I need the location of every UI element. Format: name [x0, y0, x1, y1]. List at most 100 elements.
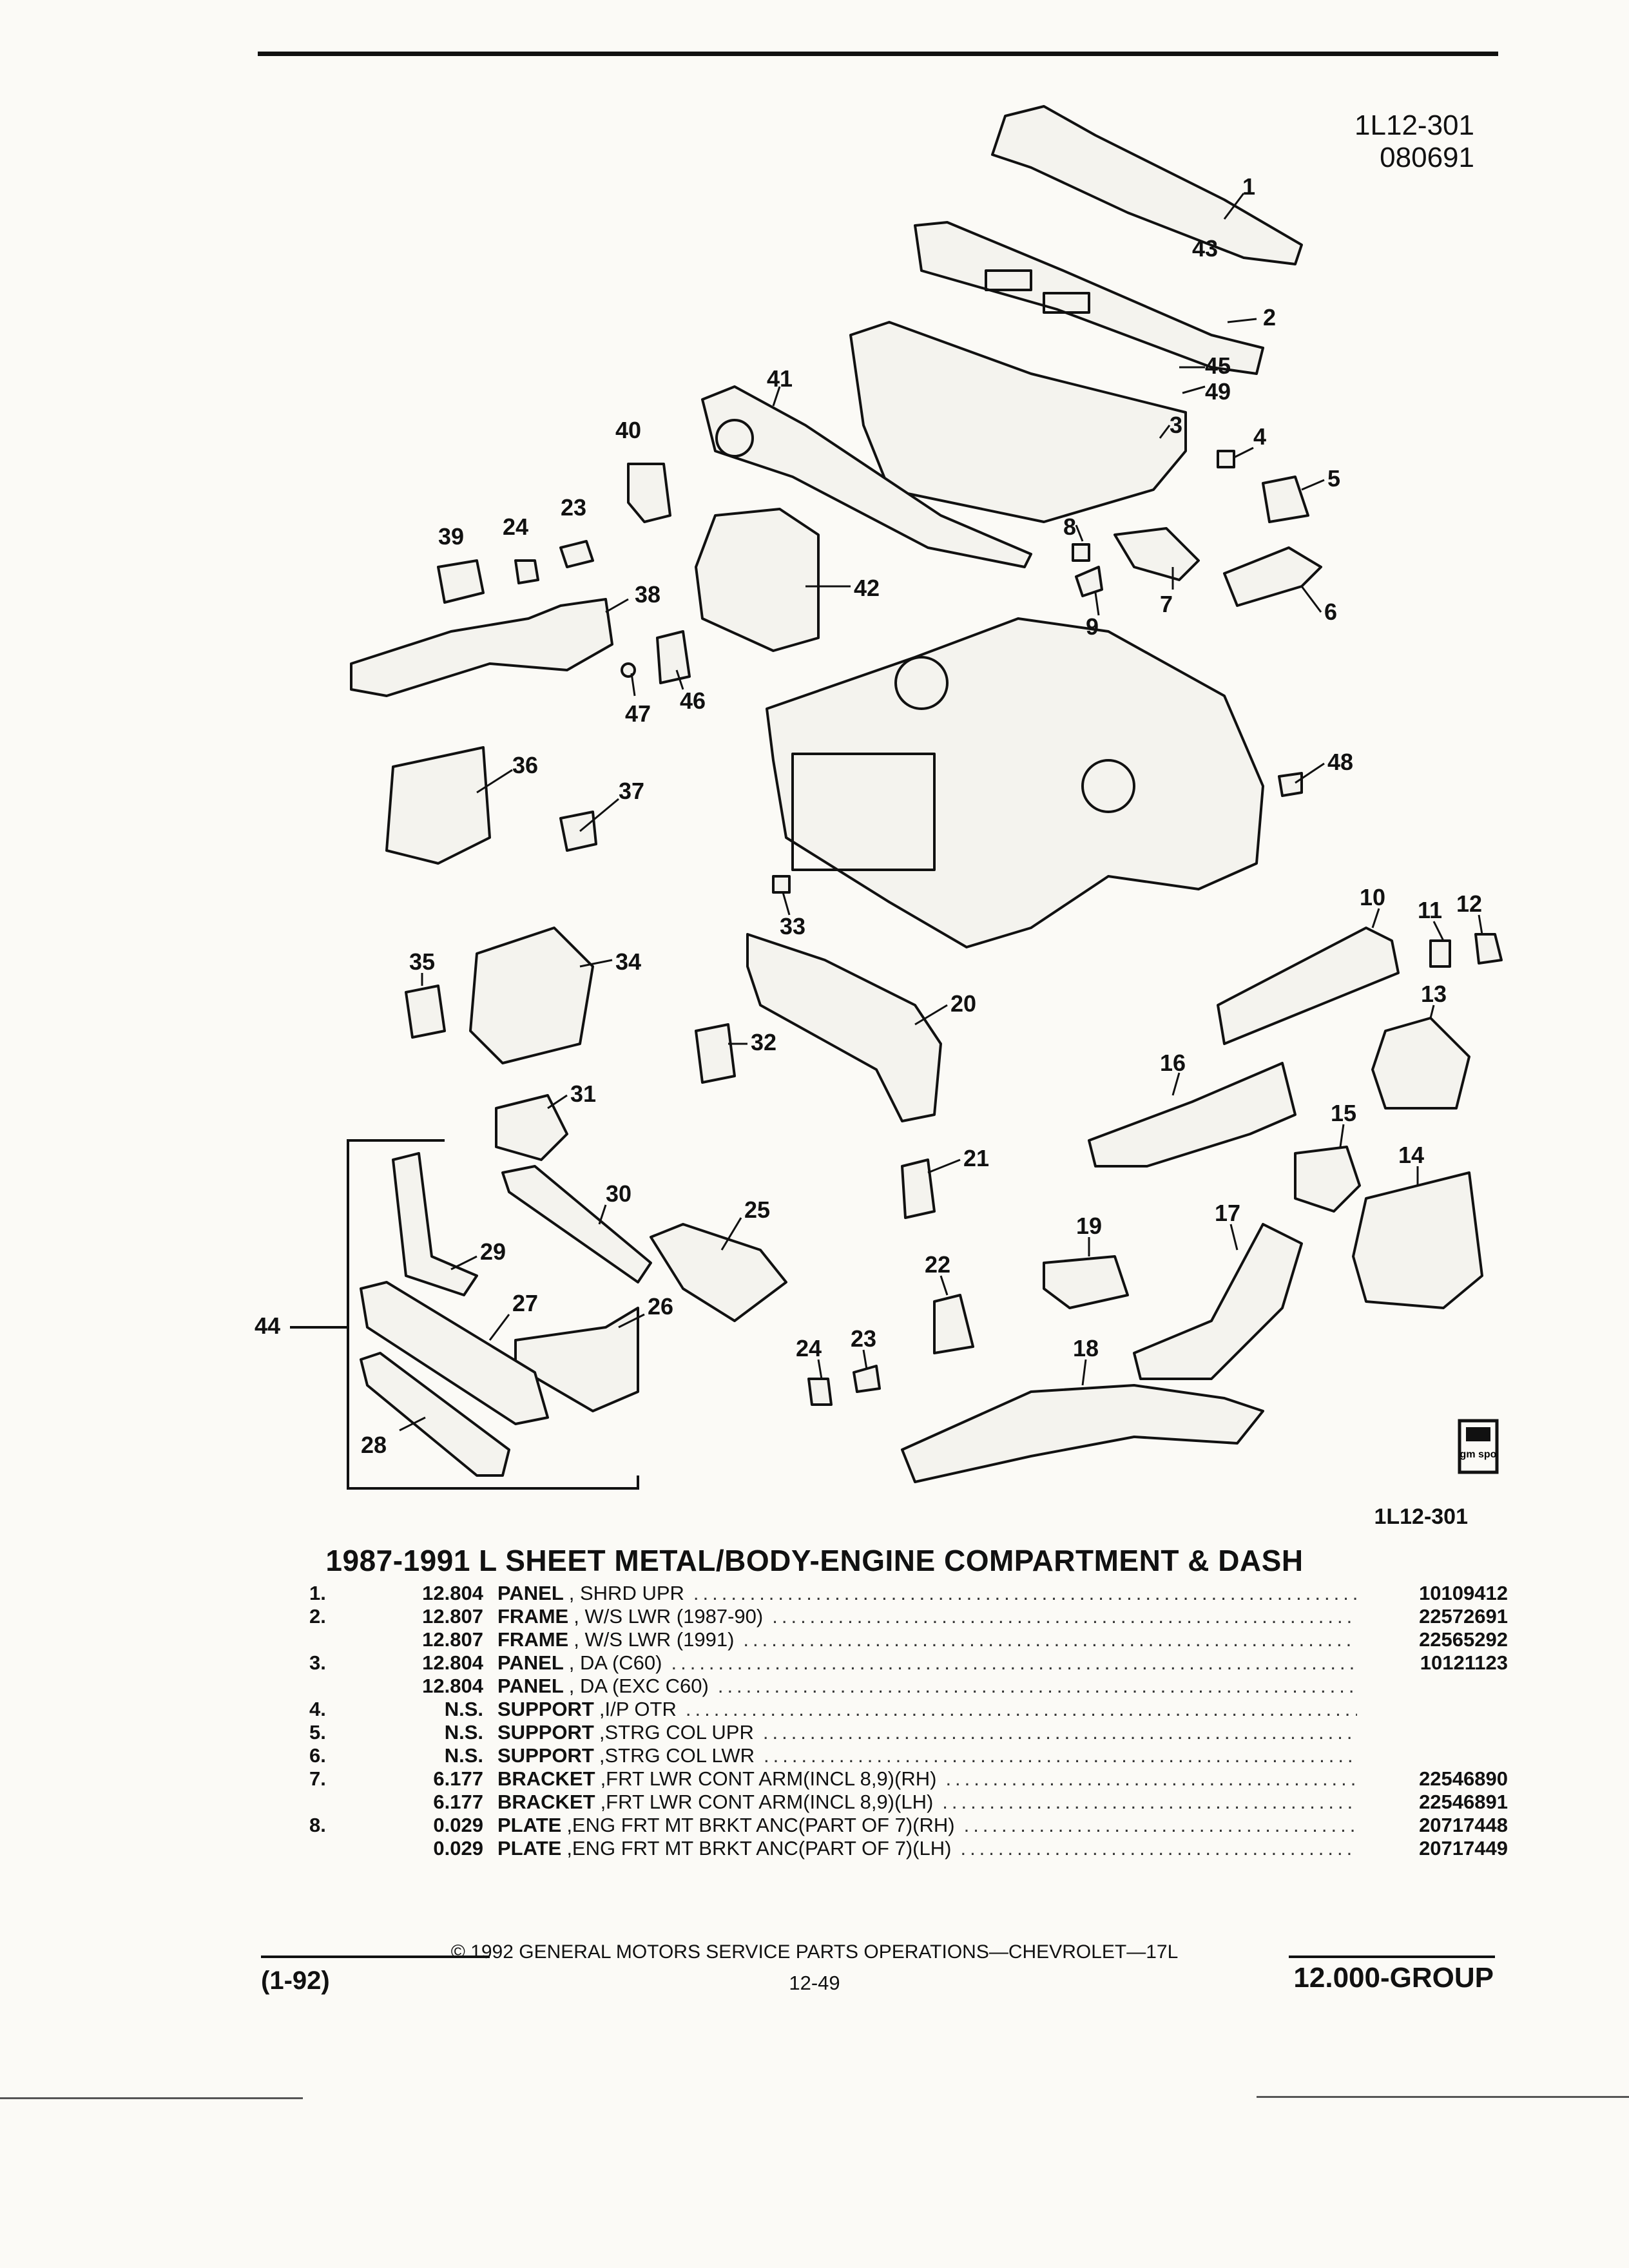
parts-row-part-name: SUPPORT: [497, 1721, 594, 1744]
figure-id: 1L12-301: [1374, 1504, 1468, 1529]
part-29: [392, 1152, 478, 1296]
parts-row: 6.N.S.SUPPORT,STRG COL LWR..............…: [309, 1744, 1508, 1767]
part-35: [405, 985, 446, 1039]
part-8: [1072, 543, 1090, 562]
part-38-rail: [350, 598, 613, 697]
part-10: [1217, 927, 1400, 1045]
parts-row-description: , DA (EXC C60): [568, 1675, 709, 1697]
parts-row-description: , SHRD UPR: [568, 1582, 684, 1604]
part-25: [650, 1223, 787, 1322]
callout-27: 27: [512, 1290, 538, 1316]
parts-row-part-number: 22546891: [1419, 1791, 1508, 1813]
parts-row-part-name: SUPPORT: [497, 1744, 594, 1767]
callout-46: 46: [680, 687, 706, 714]
part-16: [1088, 1062, 1296, 1168]
callout-22: 22: [925, 1251, 950, 1278]
callout-25: 25: [744, 1196, 770, 1223]
parts-row: 4.N.S.SUPPORT,I/P OTR...................…: [309, 1698, 1508, 1721]
parts-row-leader-dots: ........................................…: [960, 1837, 1357, 1860]
page-title: 1987-1991 L SHEET METAL/BODY-ENGINE COMP…: [325, 1544, 1304, 1577]
part-1-shroud-panel: [991, 105, 1303, 265]
part-6: [1223, 546, 1322, 607]
callout-38: 38: [635, 581, 660, 608]
callout-8: 8: [1063, 514, 1076, 540]
callout-19: 19: [1076, 1213, 1102, 1239]
parts-row-description: , W/S LWR (1991): [574, 1628, 735, 1651]
edition-date: (1-92): [261, 1966, 330, 1995]
parts-row-leader-dots: ........................................…: [717, 1675, 1357, 1697]
document-id-code: 1L12-301: [1354, 110, 1474, 141]
part-37: [559, 811, 597, 852]
parts-row-leader-dots: ........................................…: [942, 1791, 1357, 1813]
part-27: [360, 1281, 549, 1425]
part-33: [772, 875, 791, 894]
gm-spo-logo-text: gm spo: [1460, 1449, 1497, 1460]
parts-row-part-number: 22565292: [1419, 1628, 1508, 1651]
parts-row-reference: 6.177: [433, 1791, 483, 1813]
callout-12: 12: [1456, 890, 1482, 917]
parts-row-part-name: PANEL: [497, 1651, 564, 1674]
parts-row-part-name: PLATE: [497, 1837, 562, 1860]
callout-35: 35: [409, 948, 435, 975]
parts-row-description: ,ENG FRT MT BRKT ANC(PART OF 7)(LH): [566, 1837, 952, 1860]
callout-48: 48: [1327, 749, 1353, 775]
part-32: [695, 1023, 736, 1084]
callout-20: 20: [950, 990, 976, 1017]
callout-34: 34: [615, 948, 641, 975]
callout-6: 6: [1324, 599, 1337, 625]
parts-row: 0.029 PLATE,ENG FRT MT BRKT ANC(PART OF 7…: [309, 1837, 1508, 1860]
callout-24-lower: 24: [796, 1335, 822, 1361]
parts-row-reference: 0.029: [433, 1837, 483, 1860]
parts-row-leader-dots: ........................................…: [762, 1721, 1357, 1744]
callout-14: 14: [1398, 1142, 1424, 1168]
callout-42: 42: [854, 575, 880, 601]
part-19: [1043, 1255, 1129, 1309]
callout-36: 36: [512, 752, 538, 778]
parts-row-reference: 0.029: [433, 1814, 483, 1836]
part-48: [1278, 772, 1303, 797]
callout-44: 44: [255, 1312, 280, 1339]
part-28: [360, 1352, 510, 1477]
callout-39: 39: [438, 523, 464, 550]
part-4: [1217, 450, 1235, 468]
parts-row-part-name: PANEL: [497, 1675, 564, 1697]
parts-row-description: , W/S LWR (1987-90): [574, 1605, 764, 1628]
parts-row-description: ,STRG COL UPR: [599, 1721, 754, 1744]
document-id-date: 080691: [1380, 142, 1474, 173]
part-9: [1075, 566, 1103, 597]
part-21: [901, 1158, 936, 1219]
callout-32: 32: [751, 1029, 776, 1055]
parts-row-leader-dots: ........................................…: [685, 1698, 1357, 1720]
parts-row-item-number: 1.: [309, 1582, 326, 1604]
parts-row-leader-dots: ........................................…: [963, 1814, 1357, 1836]
callout-18: 18: [1073, 1335, 1099, 1361]
callout-30: 30: [606, 1180, 631, 1207]
parts-row-description: ,FRT LWR CONT ARM(INCL 8,9)(LH): [600, 1791, 934, 1813]
document-id: 1L12-301 080691: [1354, 110, 1474, 174]
parts-row-reference: N.S.: [444, 1744, 483, 1767]
group-44-bracket: [347, 1139, 639, 1490]
parts-row-reference: 12.807: [422, 1605, 483, 1628]
part-3-dash-panel: [849, 321, 1187, 523]
parts-row-part-name: BRACKET: [497, 1791, 595, 1813]
callout-23-lower: 23: [851, 1325, 876, 1352]
callout-4: 4: [1253, 423, 1266, 450]
callout-16: 16: [1160, 1050, 1186, 1076]
scan-artifact-line-left: [0, 2097, 303, 2099]
parts-row-item-number: 6.: [309, 1744, 326, 1767]
part-36: [385, 746, 491, 865]
part-41-reinforcement: [701, 385, 1032, 568]
callout-26: 26: [648, 1293, 673, 1320]
callout-47: 47: [625, 700, 651, 727]
part-40-bracket: [627, 463, 671, 523]
callout-43: 43: [1192, 235, 1218, 262]
parts-row-part-number: 10109412: [1419, 1582, 1508, 1604]
callout-2: 2: [1263, 304, 1276, 331]
parts-row-reference: 12.804: [422, 1582, 483, 1604]
